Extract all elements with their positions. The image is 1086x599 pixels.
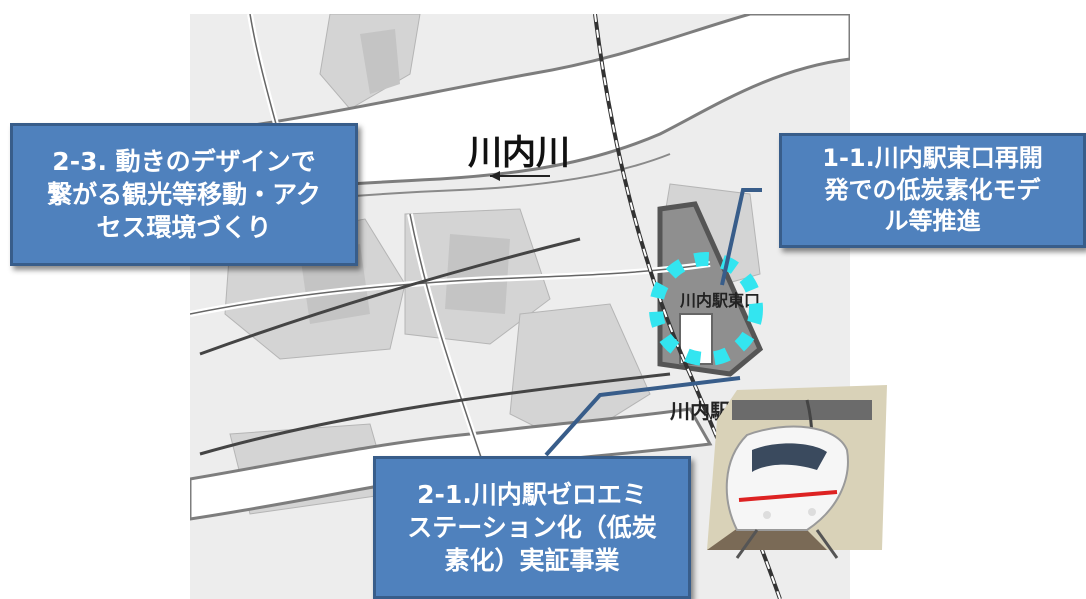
high-speed-train-icon <box>707 385 887 559</box>
callout-east-exit: 1-1.川内駅東口再開 発での低炭素化モデ ル等推進 <box>779 133 1086 248</box>
highlight-ring <box>649 252 763 366</box>
river-label: 川内川 <box>468 134 570 172</box>
callout-zero-emission: 2-1.川内駅ゼロエミ ステーション化（低炭 素化）実証事業 <box>373 456 691 599</box>
area-label: 川内駅東口 <box>679 291 760 310</box>
callout-design-access: 2-3. 動きのデザインで 繋がる観光等移動・アク セス環境づくり <box>10 123 358 266</box>
